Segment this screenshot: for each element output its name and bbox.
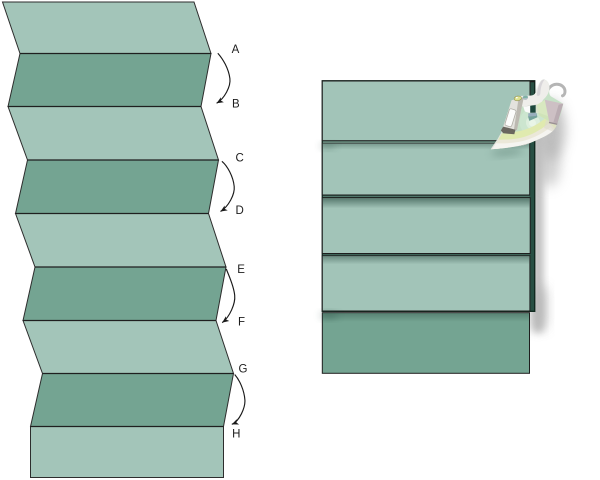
- svg-text:F: F: [238, 317, 245, 329]
- svg-text:B: B: [232, 99, 240, 111]
- svg-text:A: A: [232, 44, 240, 56]
- svg-text:C: C: [236, 153, 244, 165]
- svg-text:E: E: [237, 264, 245, 276]
- svg-text:H: H: [232, 429, 240, 441]
- svg-text:D: D: [236, 205, 244, 217]
- svg-text:G: G: [239, 364, 248, 376]
